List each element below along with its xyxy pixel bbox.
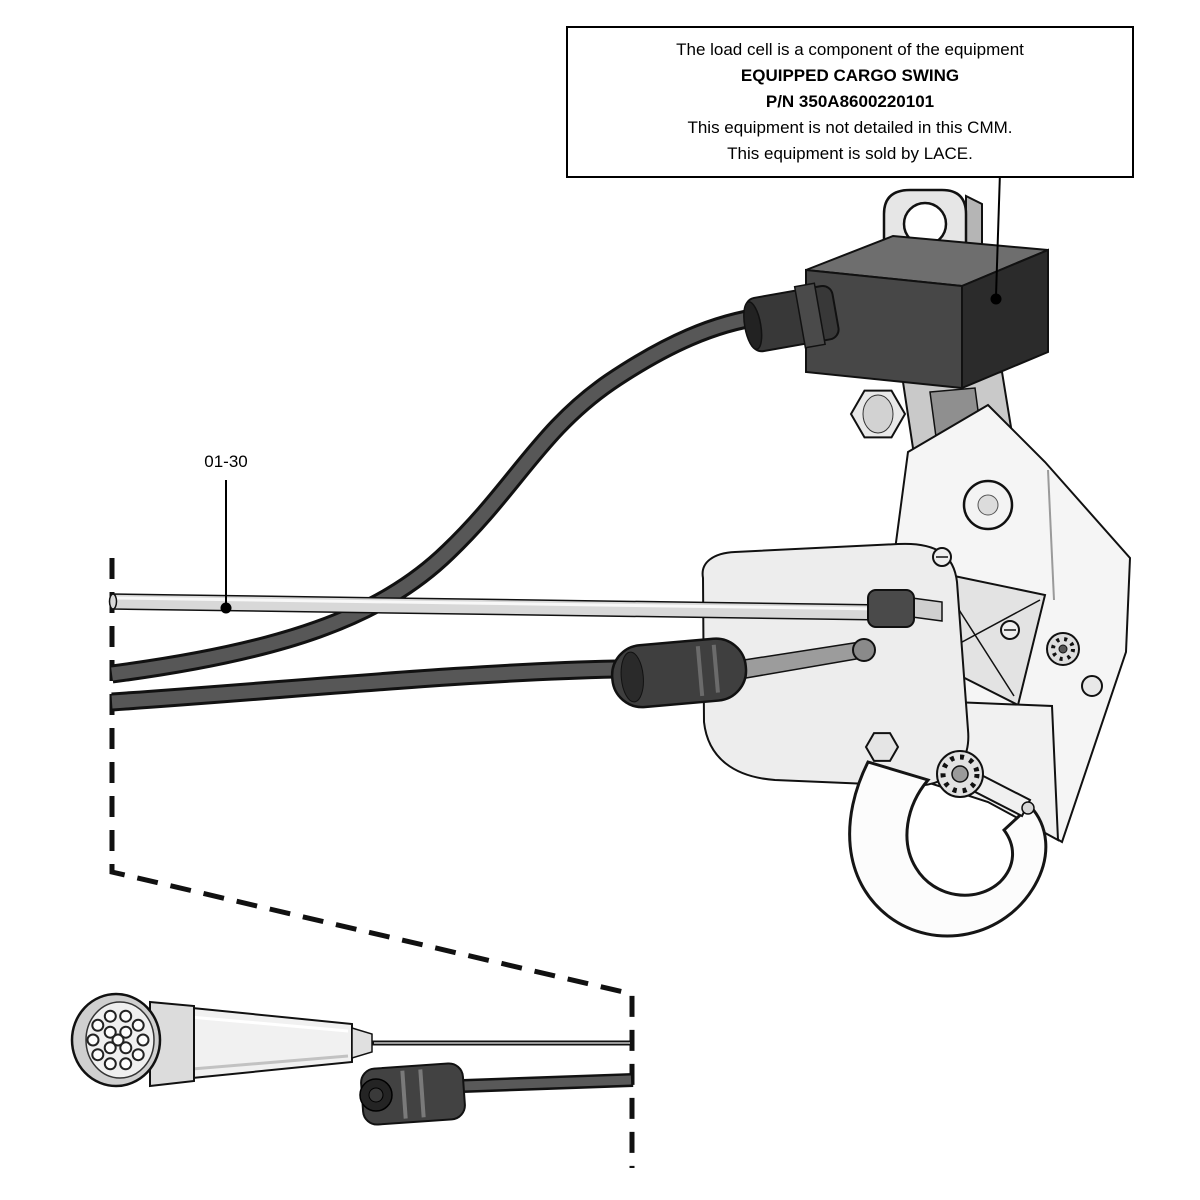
note-line-2: EQUIPPED CARGO SWING <box>740 66 960 85</box>
note-line-3: P/N 350A8600220101 <box>765 92 935 111</box>
item-label-01-30: 01-30 <box>204 452 248 471</box>
cargo-hook <box>848 760 1048 938</box>
load-cell <box>805 188 1049 390</box>
link-rod-end <box>852 638 876 662</box>
leader-dot-load-cell <box>990 293 1002 305</box>
connector-pins <box>86 1009 150 1071</box>
clevis-pin <box>962 479 1014 531</box>
screw-2 <box>1000 620 1020 640</box>
leader-line-load-cell <box>990 171 1002 305</box>
hook-body <box>701 370 1132 938</box>
upper-spline-nut <box>1046 632 1080 666</box>
leader-dot-01-30 <box>220 602 232 614</box>
note-line-4: This equipment is not detailed in this C… <box>687 118 1013 137</box>
screw-1 <box>932 547 952 567</box>
connector-detail <box>70 992 632 1088</box>
push-rod <box>108 589 943 628</box>
note-line-5: This equipment is sold by LACE. <box>727 144 973 163</box>
cable-end-fitting-detail <box>359 1062 634 1126</box>
pivot-spline-nut <box>936 750 984 798</box>
connector-neck <box>351 1026 373 1060</box>
leader-line-01-30 <box>220 480 232 614</box>
small-hex-nut <box>1081 675 1103 697</box>
barrel-connector <box>610 637 748 709</box>
rod-end-fitting <box>867 589 943 628</box>
control-cable <box>111 637 876 712</box>
note-line-1: The load cell is a component of the equi… <box>676 40 1024 59</box>
note-box: The load cell is a component of the equi… <box>566 26 1134 178</box>
load-cell-cable <box>110 306 768 684</box>
hex-bolt-lower <box>864 732 900 762</box>
load-cell-cable-connector <box>743 282 840 353</box>
hex-bolt-upper <box>849 389 907 439</box>
